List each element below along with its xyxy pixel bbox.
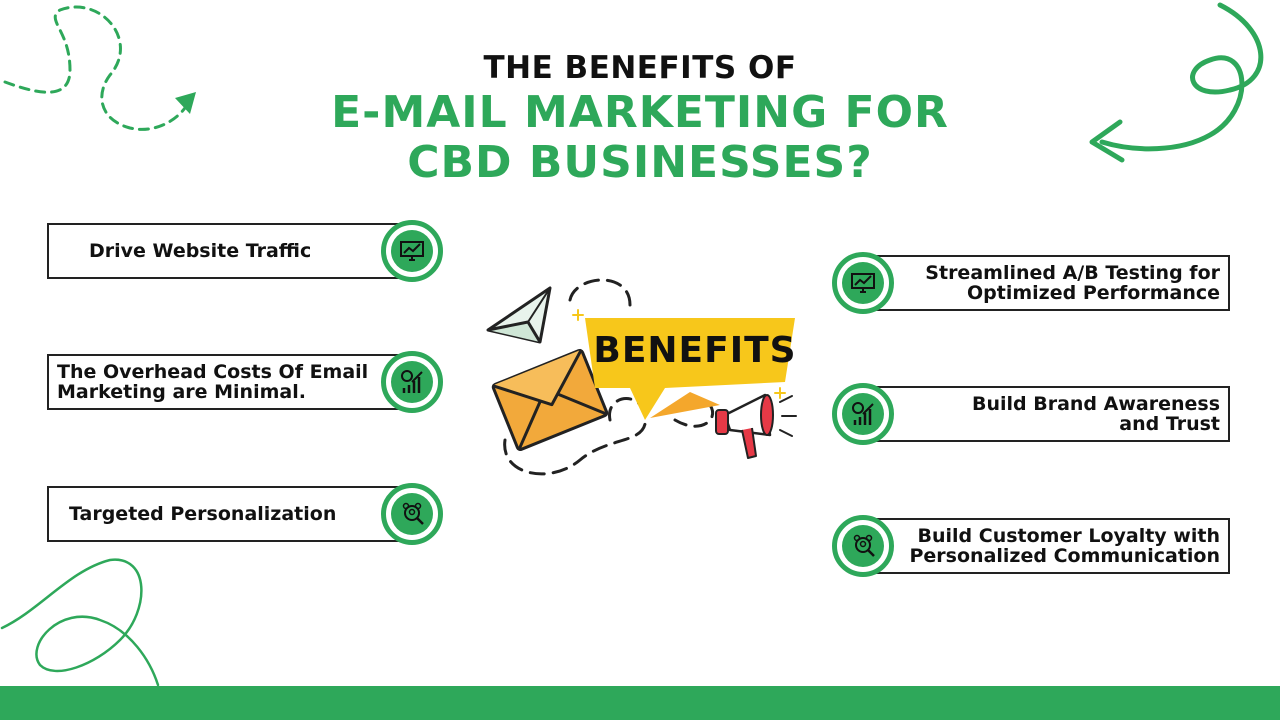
- benefit-label: The Overhead Costs Of Email Marketing ar…: [57, 361, 369, 403]
- paper-plane-icon: [486, 286, 552, 344]
- central-illustration: [486, 278, 797, 476]
- benefit-label: Targeted Personalization: [69, 503, 337, 525]
- page-title-line-2: CBD BUSINESSES?: [407, 137, 873, 188]
- benefit-card-customer-loyalty: Build Customer Loyalty with Personalized…: [862, 518, 1230, 574]
- target-people-icon: [381, 483, 443, 545]
- page-subtitle: THE BENEFITS OF: [483, 50, 797, 86]
- curly-arrow-decoration: [1089, 2, 1264, 163]
- dashed-loop-decoration: [568, 278, 632, 307]
- dashed-loop-decoration: [503, 397, 647, 476]
- monitor-chart-icon: [381, 220, 443, 282]
- benefit-label: Drive Website Traffic: [89, 240, 312, 262]
- dashed-loop-decoration: [673, 403, 714, 428]
- target-people-icon: [832, 515, 894, 577]
- monitor-chart-icon: [832, 252, 894, 314]
- benefit-card-personalization: Targeted Personalization: [47, 486, 410, 542]
- dashed-arrow-decoration: [3, 5, 196, 131]
- benefit-label: Build Customer Loyalty with Personalized…: [909, 525, 1221, 567]
- benefit-label: Streamlined A/B Testing for Optimized Pe…: [925, 262, 1220, 304]
- benefit-card-brand-awareness: Build Brand Awareness and Trust: [862, 386, 1230, 442]
- squiggle-decoration: [0, 558, 160, 687]
- sparkle-icon: [572, 309, 786, 399]
- benefits-banner-label: BENEFITS: [593, 330, 797, 371]
- envelope-icon: [491, 348, 609, 452]
- megaphone-icon: [715, 393, 797, 459]
- benefit-card-ab-testing: Streamlined A/B Testing for Optimized Pe…: [862, 255, 1230, 311]
- page-title-line-1: E-MAIL MARKETING FOR: [331, 87, 949, 138]
- cost-chart-icon: [832, 383, 894, 445]
- benefit-label: Build Brand Awareness and Trust: [971, 393, 1220, 435]
- benefit-card-drive-traffic: Drive Website Traffic: [47, 223, 410, 279]
- cost-chart-icon: [381, 351, 443, 413]
- page-title: E-MAIL MARKETING FOR CBD BUSINESSES?: [0, 88, 1280, 188]
- benefit-card-low-overhead: The Overhead Costs Of Email Marketing ar…: [47, 354, 410, 410]
- benefits-banner: [585, 318, 795, 420]
- footer-bar: [0, 686, 1280, 720]
